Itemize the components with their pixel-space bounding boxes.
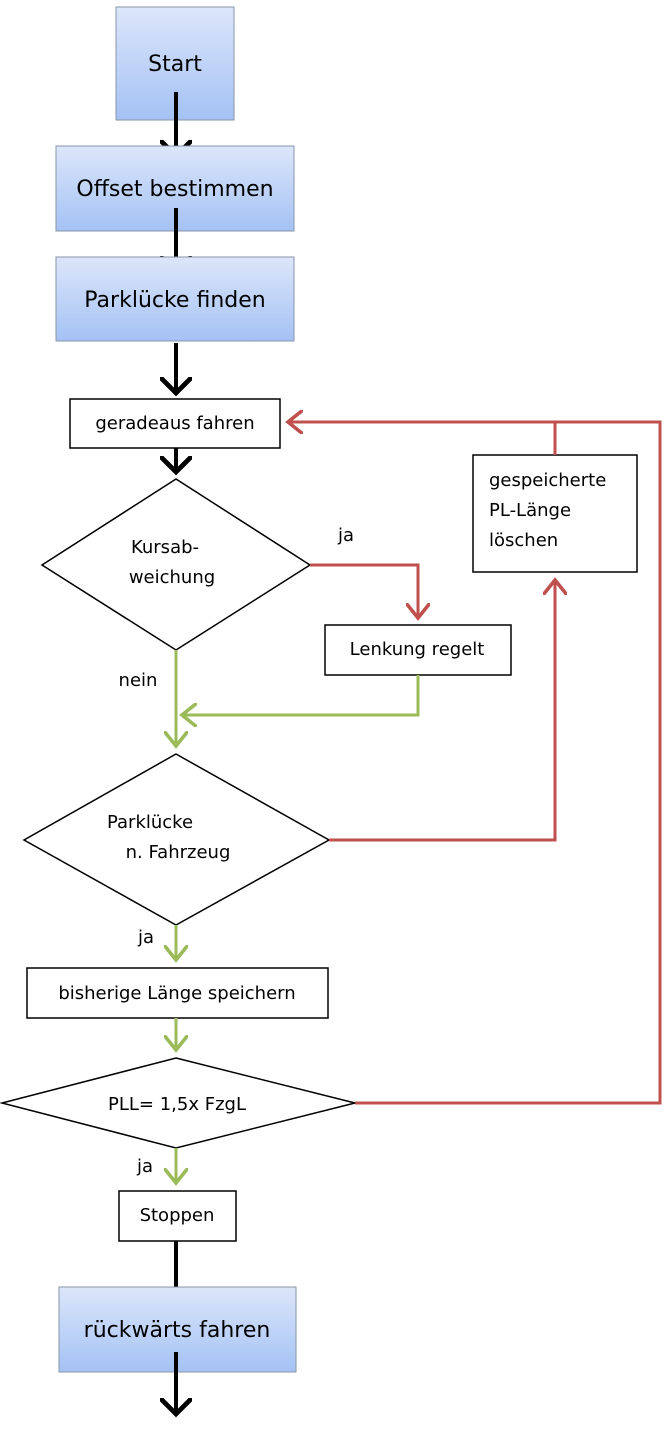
drive-straight-node: geradeaus fahren	[69, 398, 281, 449]
gap-after-vehicle-decision: Parklücke n. Fahrzeug	[22, 753, 331, 926]
arrow-steering-return	[182, 675, 420, 715]
gap-yes-label: ja	[137, 927, 154, 948]
pll-yes-label: ja	[136, 1156, 153, 1177]
steering-label: Lenkung regelt	[350, 639, 485, 660]
course-deviation-label-2: weichung	[129, 567, 215, 588]
course-yes-label: ja	[337, 525, 354, 546]
delete-label-3: löschen	[489, 530, 558, 551]
gap-label-1: Parklücke	[107, 812, 193, 833]
pll-decision: PLL= 1,5x FzgL	[0, 1057, 356, 1149]
arrow-gap-no	[329, 580, 555, 842]
delete-length-node: gespeicherte PL-Länge löschen	[472, 454, 638, 573]
pll-label: PLL= 1,5x FzgL	[108, 1094, 246, 1115]
course-no-label: nein	[119, 670, 158, 691]
delete-label-2: PL-Länge	[489, 500, 571, 521]
arrow-loop-back	[288, 422, 662, 1105]
steering-node: Lenkung regelt	[324, 624, 512, 676]
drive-straight-label: geradeaus fahren	[95, 413, 254, 434]
stop-label: Stoppen	[140, 1205, 215, 1226]
start-label: Start	[148, 52, 202, 77]
course-deviation-decision: Kursab- weichung	[40, 478, 312, 651]
find-gap-node: Parklücke finden	[55, 256, 295, 342]
save-length-label: bisherige Länge speichern	[58, 983, 295, 1004]
arrow-course-yes	[310, 563, 418, 618]
find-gap-label: Parklücke finden	[84, 288, 265, 313]
stop-node: Stoppen	[118, 1190, 237, 1242]
offset-label: Offset bestimmen	[76, 177, 273, 202]
gap-label-2: n. Fahrzeug	[126, 842, 231, 863]
delete-label-1: gespeicherte	[489, 470, 606, 491]
course-deviation-label-1: Kursab-	[131, 537, 199, 558]
save-length-node: bisherige Länge speichern	[26, 967, 329, 1019]
reverse-label: rückwärts fahren	[84, 1318, 271, 1343]
